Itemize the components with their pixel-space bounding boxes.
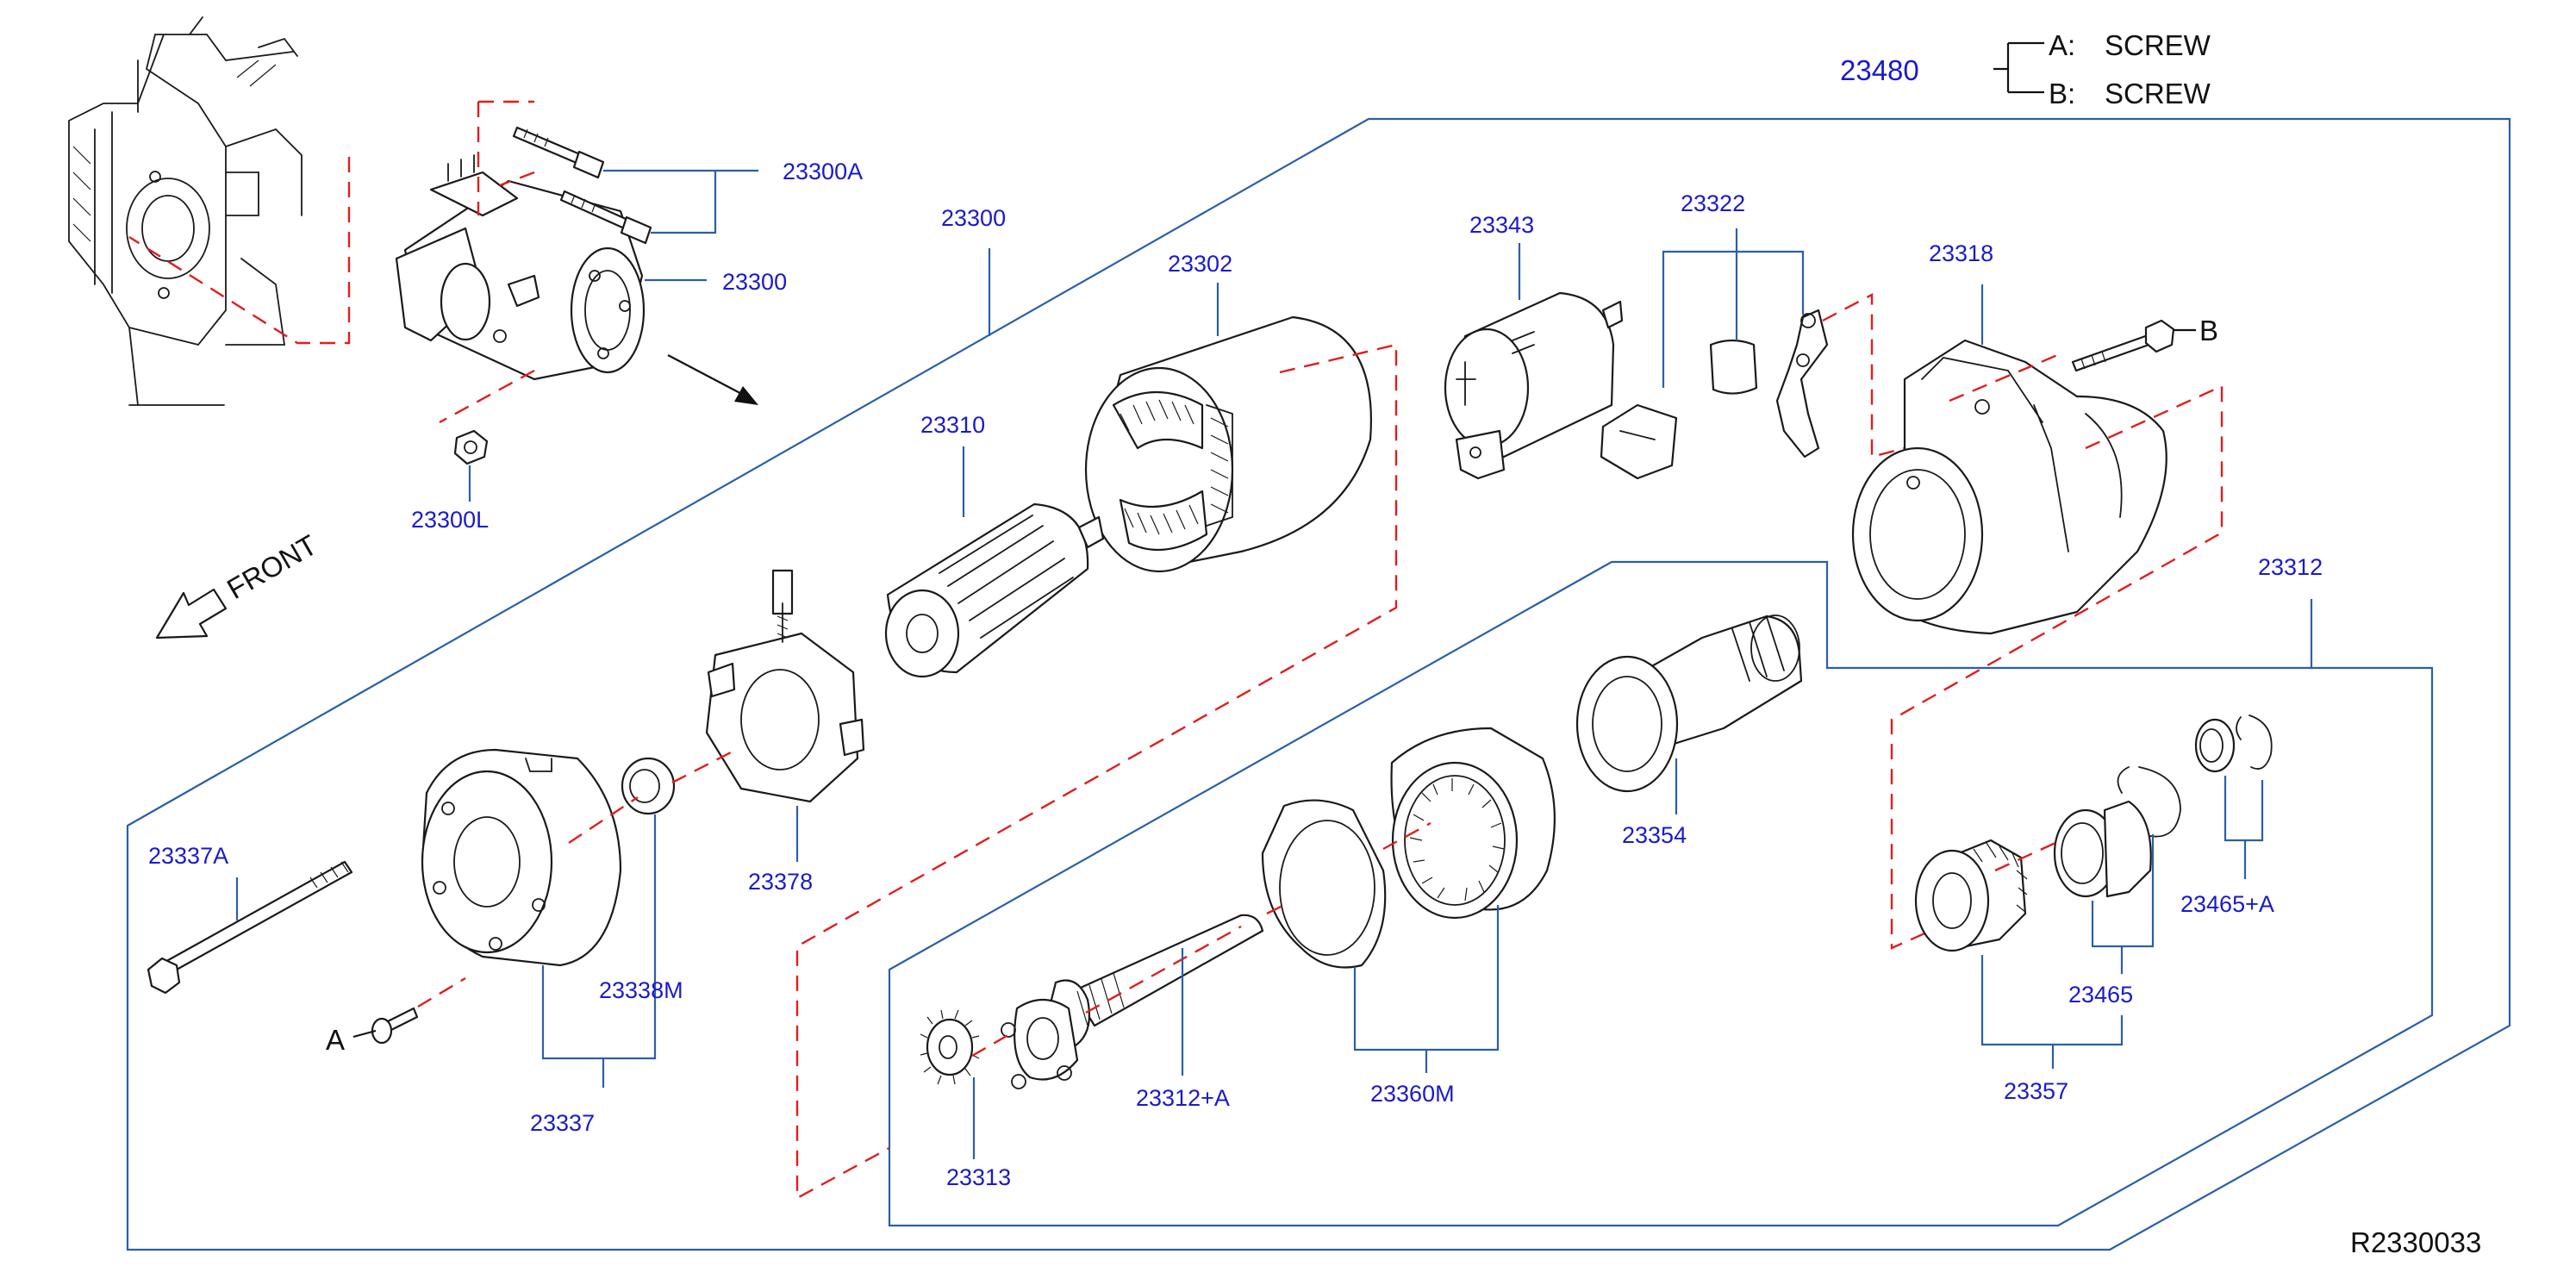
plunger-parts-23322 — [1600, 309, 1829, 480]
snap-ring-23465a — [2194, 714, 2273, 773]
callout-b: B — [2199, 315, 2218, 346]
label-23312: 23312 — [2258, 554, 2323, 580]
screw-legend: 23480 A: SCREW B: SCREW — [1840, 29, 2211, 109]
stop-collar-23465 — [2053, 766, 2181, 898]
brush-holder-23378 — [705, 569, 865, 803]
armature-23310 — [884, 502, 1105, 678]
label-23300l: 23300L — [411, 507, 489, 533]
label-23337: 23337 — [530, 1110, 595, 1136]
mounting-bolts-23300a — [512, 126, 652, 245]
pinion-shaft-assembly-frame — [888, 560, 2434, 1227]
legend-desc-a: SCREW — [2105, 29, 2211, 61]
front-housing-23318 — [1851, 339, 2167, 635]
label-23322: 23322 — [1681, 190, 1745, 216]
planetary-gear-23360m — [1261, 727, 1556, 969]
label-23360m: 23360M — [1370, 1081, 1455, 1107]
legend-bracket — [1993, 41, 2044, 94]
direction-arrow-shaft — [667, 354, 751, 399]
alignment-dash-lever — [1822, 293, 1905, 459]
planet-gear-23313 — [920, 1009, 980, 1085]
alignment-dash-shaft — [971, 821, 1431, 1058]
leader-23322 — [1662, 228, 1805, 388]
label-23354: 23354 — [1622, 822, 1687, 848]
leader-23338m-23337 — [541, 814, 657, 1088]
through-bolt-23337a — [147, 860, 353, 995]
label-23343: 23343 — [1469, 212, 1534, 238]
screw-b — [2071, 319, 2175, 372]
shaft-23354 — [1575, 615, 1803, 793]
label-23465a: 23465+A — [2180, 891, 2274, 917]
legend-desc-b: SCREW — [2105, 78, 2211, 109]
front-label: FRONT — [221, 528, 322, 605]
alignment-dash-mount-left — [128, 157, 351, 345]
label-23312a: 23312+A — [1136, 1085, 1230, 1111]
legend-key-b: B: — [2049, 78, 2075, 109]
screw-a — [371, 1007, 419, 1045]
leader-23465a — [2224, 776, 2264, 879]
alignment-dash-yoke — [795, 343, 1398, 1201]
nut-23300l — [453, 429, 489, 465]
callout-a-line — [352, 1029, 377, 1039]
label-23378: 23378 — [748, 869, 813, 895]
alignment-dash-housing — [1890, 352, 2224, 950]
leader-23465 — [2091, 834, 2155, 974]
output-shaft-23312a — [1001, 914, 1264, 1089]
bearing-23338m — [621, 757, 676, 815]
label-23465: 23465 — [2068, 982, 2133, 1008]
label-23338m: 23338M — [599, 977, 683, 1003]
label-23313: 23313 — [946, 1164, 1011, 1190]
callout-a: A — [326, 1024, 345, 1056]
legend-key-a: A: — [2049, 29, 2075, 61]
rear-cover-23337 — [421, 748, 622, 967]
starter-assembly-frame — [126, 117, 2511, 1251]
alignment-dash-mount-top — [477, 100, 535, 215]
pinion-gear-23357 — [1914, 839, 2028, 952]
alignment-dash-rear-cover — [417, 750, 733, 1008]
engine-block-sketch — [68, 16, 303, 406]
alignment-dash-mount-bottom — [439, 369, 535, 424]
label-23357: 23357 — [2004, 1078, 2068, 1104]
label-23300a: 23300A — [783, 159, 863, 184]
label-23300-frame: 23300 — [941, 205, 1006, 231]
alignment-dash-pinion — [1994, 841, 2056, 872]
diagram-reference-code: R2330033 — [2350, 1226, 2481, 1258]
front-direction-indicator: FRONT — [155, 528, 322, 640]
leader-23357 — [1980, 955, 2124, 1069]
leader-23360m — [1353, 905, 1500, 1073]
solenoid-23343 — [1444, 291, 1624, 480]
label-23337a: 23337A — [148, 843, 228, 869]
label-23310: 23310 — [920, 412, 985, 438]
label-23318: 23318 — [1929, 240, 1993, 266]
label-23302: 23302 — [1168, 251, 1232, 277]
direction-arrow-head — [734, 386, 758, 405]
leader-23300a — [603, 169, 758, 234]
yoke-housing-23302 — [1084, 315, 1372, 573]
mounted-starter-motor — [395, 154, 646, 381]
legend-part-number: 23480 — [1840, 54, 1919, 86]
label-23300-top: 23300 — [722, 269, 787, 295]
